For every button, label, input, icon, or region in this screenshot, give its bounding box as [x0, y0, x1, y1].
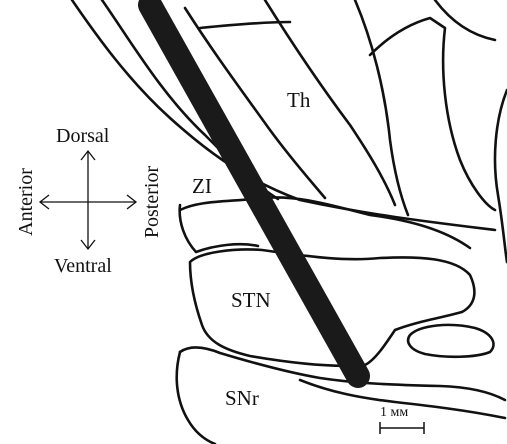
- thalamus-line-5: [370, 18, 495, 210]
- region-label-zi: ZI: [192, 174, 212, 198]
- outer-boundary-line: [72, 0, 495, 230]
- region-label-stn: STN: [231, 288, 271, 312]
- direction-label-ventral: Ventral: [54, 255, 112, 277]
- small-nucleus-outline: [408, 325, 493, 357]
- direction-label-dorsal: Dorsal: [56, 125, 110, 147]
- region-label-th: Th: [287, 88, 311, 112]
- thalamus-line-2: [265, 0, 395, 205]
- scale-bar-label: 1 мм: [380, 405, 408, 420]
- electrode-trajectory: [150, 5, 358, 376]
- direction-label-posterior: Posterior: [141, 166, 163, 239]
- right-edge-line: [495, 90, 507, 262]
- anatomical-outlines: [72, 0, 507, 444]
- zona-incerta-outline: [180, 197, 470, 248]
- direction-label-anterior: Anterior: [15, 168, 37, 236]
- zona-incerta-lower: [180, 205, 258, 252]
- snr-lower-outline: [177, 352, 215, 444]
- orientation-compass: Dorsal Ventral Anterior Posterior: [15, 125, 163, 277]
- scale-bar: 1 мм: [380, 405, 424, 434]
- thalamus-line-4: [200, 22, 290, 28]
- region-label-snr: SNr: [225, 386, 259, 410]
